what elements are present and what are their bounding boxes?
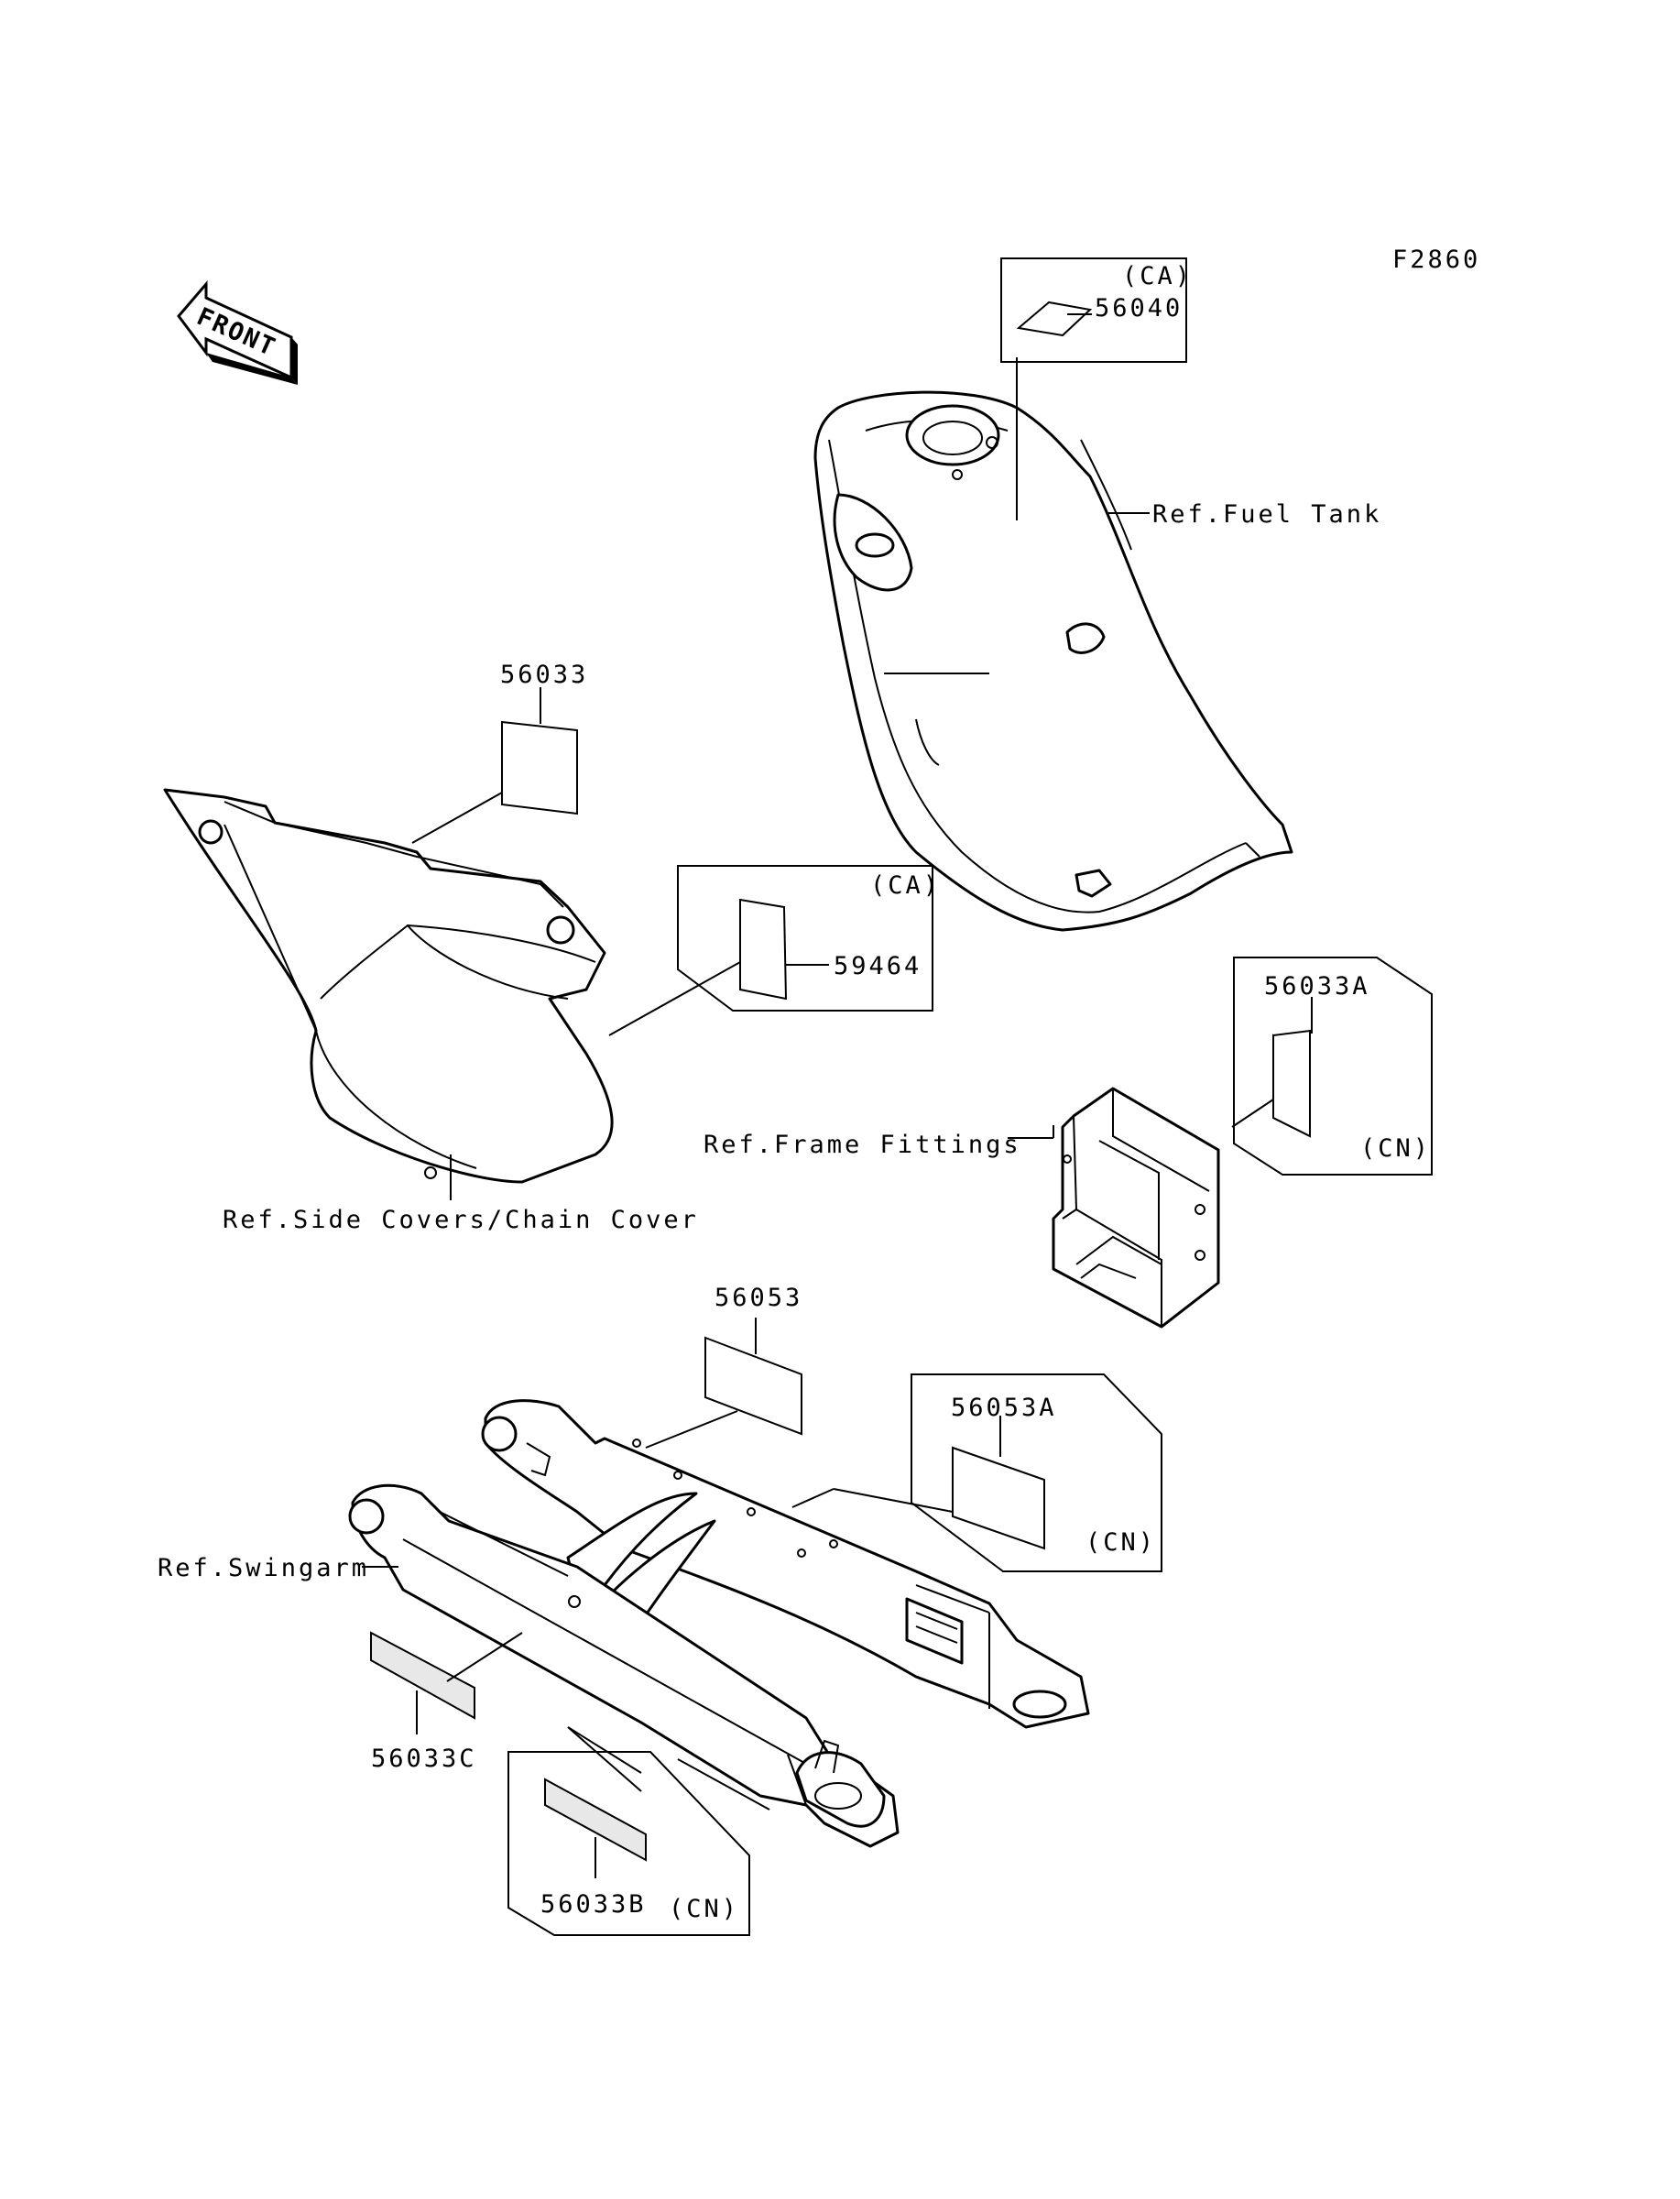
frame-fitting-illustration <box>1052 1087 1220 1329</box>
decal-56033C <box>370 1631 475 1720</box>
p59464-label: 59464 <box>834 952 922 980</box>
callout-56040-box: (CA) 56040 <box>1000 257 1193 520</box>
side-cover-illustration <box>163 788 614 1184</box>
ref-fuel-tank-label: Ref.Fuel Tank <box>1152 500 1381 529</box>
figure-id: F2860 <box>1392 246 1480 274</box>
ref-side-covers-label: Ref.Side Covers/Chain Cover <box>223 1206 699 1234</box>
p56033B-region: (CN) <box>669 1895 739 1923</box>
p56033C-label: 56033C <box>371 1745 477 1773</box>
p56033-label: 56033 <box>500 661 588 689</box>
p56040-region: (CA) <box>1122 262 1193 290</box>
decal-56033 <box>501 720 578 815</box>
callout-56033B-box: 56033B (CN) <box>507 1726 750 1936</box>
p56040-label: 56040 <box>1095 294 1183 323</box>
ref-swingarm-label: Ref.Swingarm <box>158 1554 369 1582</box>
decal-56053 <box>704 1336 802 1436</box>
p56033A-region: (CN) <box>1360 1134 1431 1163</box>
swingarm-illustration <box>348 1399 1090 1848</box>
front-arrow-icon: FRONT <box>177 279 298 385</box>
ref-frame-fittings-label: Ref.Frame Fittings <box>704 1131 1021 1159</box>
p56033A-label: 56033A <box>1264 972 1370 1001</box>
p56053A-region: (CN) <box>1085 1528 1156 1557</box>
p56053A-label: 56053A <box>951 1394 1057 1422</box>
callout-56053A-box: 56053A (CN) <box>791 1373 1162 1572</box>
fuel-tank-illustration <box>813 390 1293 932</box>
p56053-label: 56053 <box>715 1284 802 1312</box>
p56033B-label: 56033B <box>540 1890 647 1919</box>
callout-56033A-box: 56033A (CN) <box>1231 957 1433 1176</box>
callout-59464-box: (CA) 59464 <box>608 865 941 1036</box>
p59464-region: (CA) <box>870 871 941 900</box>
